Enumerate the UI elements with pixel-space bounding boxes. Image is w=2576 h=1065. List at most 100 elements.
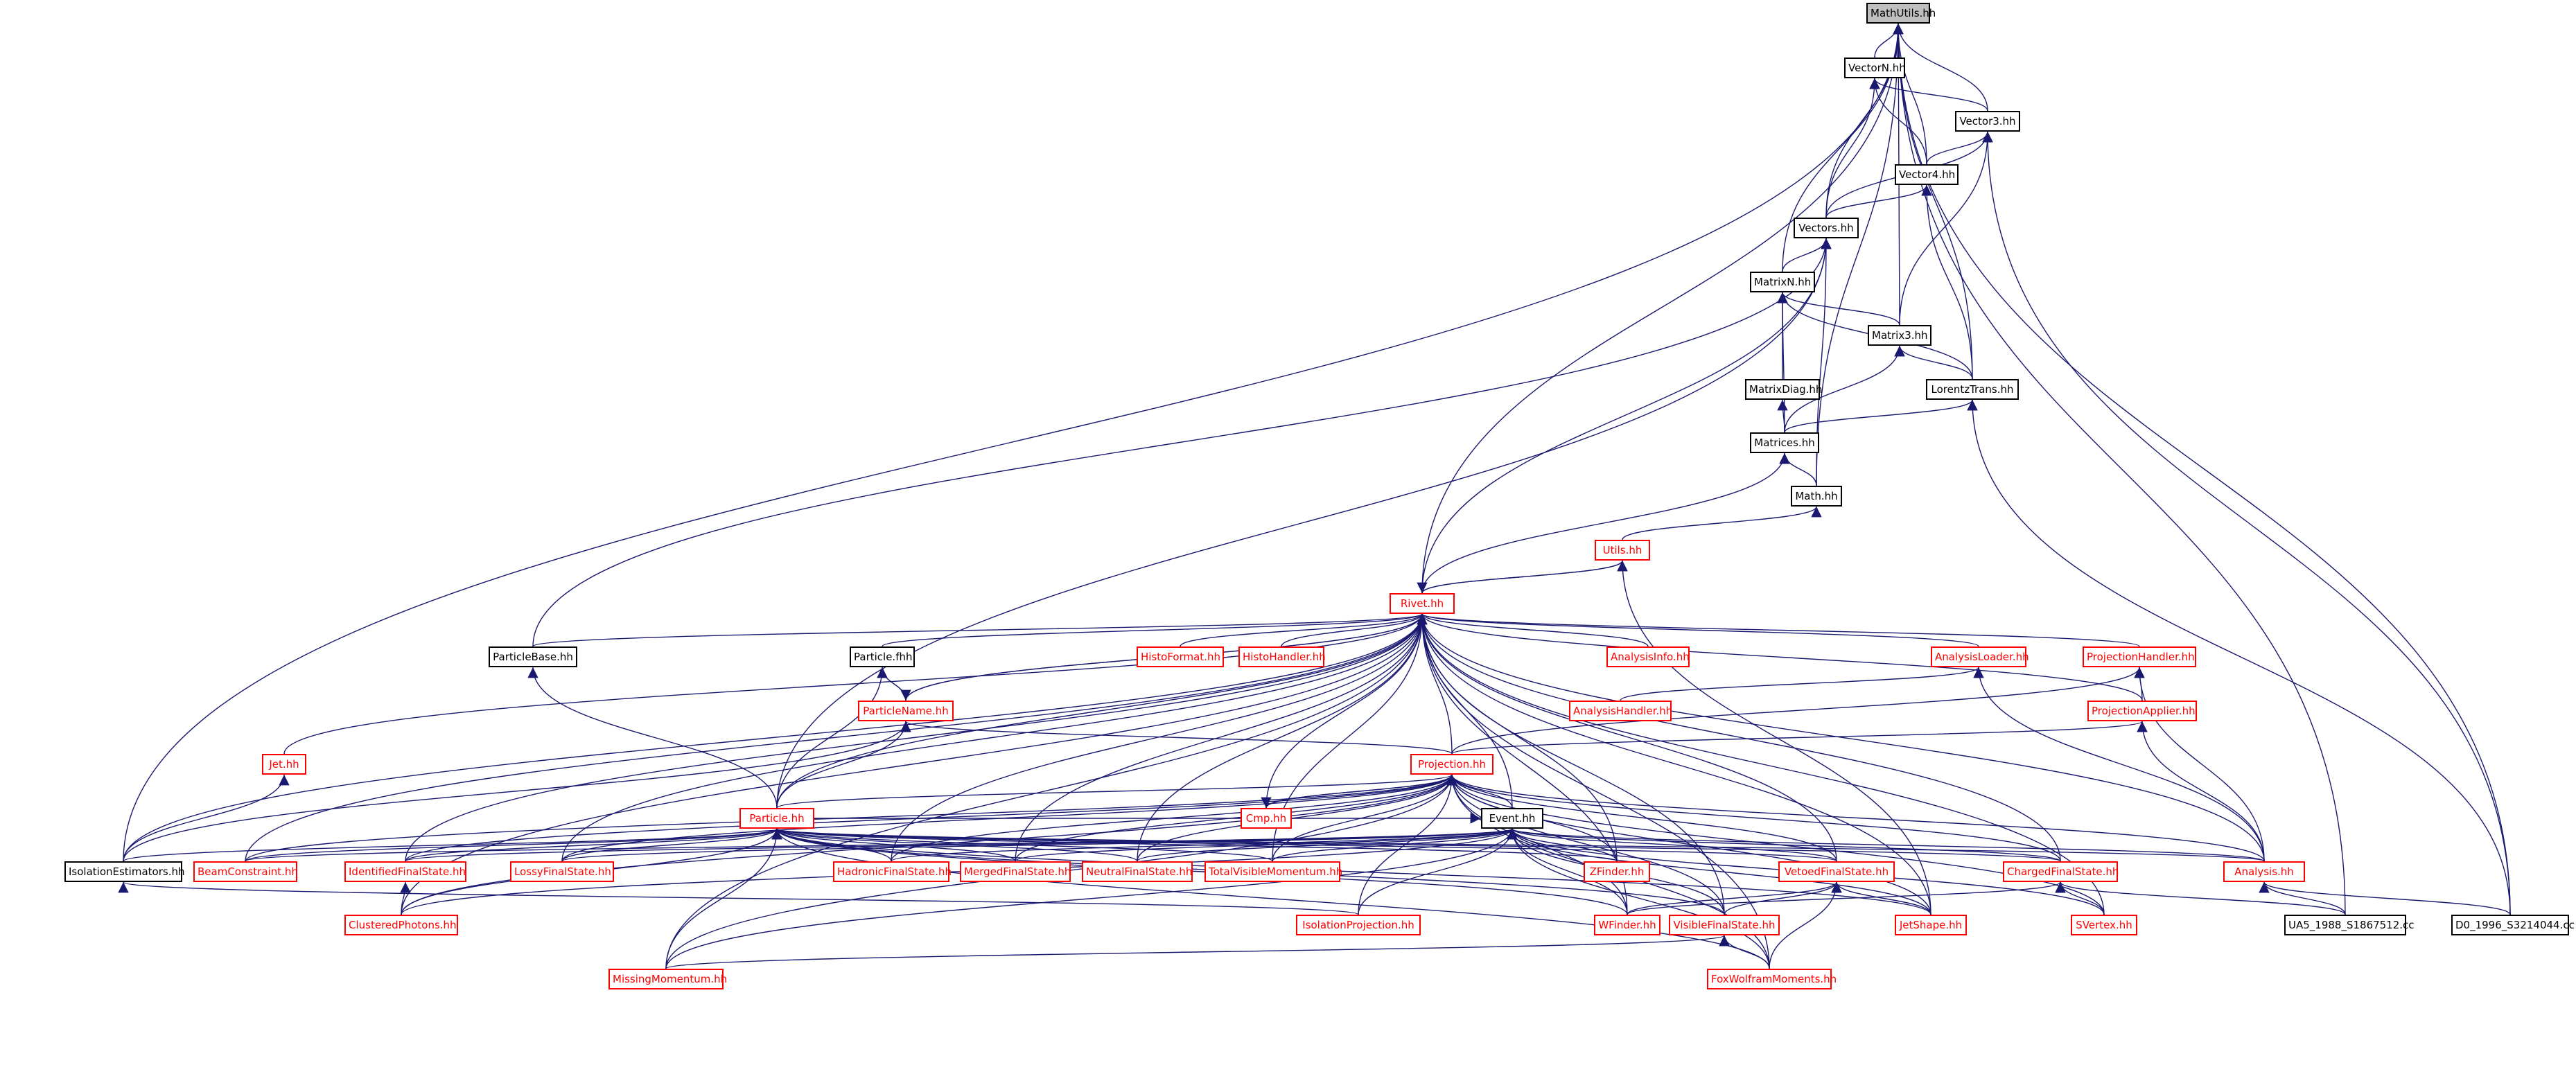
edge-chargedfinalstate-to-rivet: [1417, 613, 2061, 862]
edge-particle-to-particlefwd: [776, 667, 888, 809]
node-jet-shape[interactable]: JetShape.hh: [1895, 915, 1967, 935]
node-particle-fwd[interactable]: Particle.fhh: [850, 646, 915, 667]
node-vector3[interactable]: Vector3.hh: [1955, 111, 2020, 132]
node-matrices[interactable]: Matrices.hh: [1750, 432, 1819, 453]
edge-d0-to-analysis: [2259, 881, 2511, 915]
edge-utils-to-math: [1622, 506, 1822, 540]
node-analysis[interactable]: Analysis.hh: [2223, 861, 2305, 882]
edge-d0-to-vector3: [1982, 131, 2511, 915]
edge-projectionhandler-to-rivet: [1417, 613, 2140, 647]
edge-visiblefinalstate-to-vetoedfinalstate: [1724, 881, 1842, 915]
edge-ua5-to-chargedfinalstate: [2055, 881, 2346, 915]
edge-analysis-to-projectionapplier: [2137, 721, 2265, 862]
edge-mergedfinalstate-to-rivet: [1015, 613, 1428, 862]
node-histo-format[interactable]: HistoFormat.hh: [1137, 646, 1224, 667]
node-lorentz-trans[interactable]: LorentzTrans.hh: [1926, 379, 2019, 400]
node-particle-base[interactable]: ParticleBase.hh: [489, 646, 577, 667]
node-vector-n[interactable]: VectorN.hh: [1844, 58, 1906, 78]
node-clustered-photons[interactable]: ClusteredPhotons.hh: [344, 915, 458, 935]
node-identified-final-state[interactable]: IdentifiedFinalState.hh: [344, 861, 466, 882]
node-analysis-info[interactable]: AnalysisInfo.hh: [1606, 646, 1690, 667]
edge-particle-to-projection: [776, 774, 1457, 809]
edge-vetoedfinalstate-to-event: [1507, 828, 1837, 862]
node-analysis-loader[interactable]: AnalysisLoader.hh: [1931, 646, 2029, 667]
edge-zfinder-to-particle: [772, 828, 1618, 862]
edge-jet-to-rivet: [283, 613, 1428, 755]
node-matrix-n[interactable]: MatrixN.hh: [1750, 272, 1815, 292]
node-missing-momentum[interactable]: MissingMomentum.hh: [608, 969, 727, 989]
node-utils[interactable]: Utils.hh: [1595, 540, 1650, 561]
edge-vector4-to-vectorn: [1869, 78, 1927, 165]
edge-rivet-to-vectors: [1421, 238, 1832, 594]
node-ua5[interactable]: UA5_1988_S1867512.cc: [2284, 915, 2415, 935]
edge-particle-to-particlebase: [527, 667, 778, 809]
edge-mergedfinalstate-to-particle: [771, 828, 1016, 862]
node-vectors[interactable]: Vectors.hh: [1794, 218, 1859, 238]
node-total-visible-momentum[interactable]: TotalVisibleMomentum.hh: [1204, 861, 1342, 882]
node-cmp[interactable]: Cmp.hh: [1241, 808, 1292, 829]
edge-particle-to-vectors: [776, 238, 1832, 809]
node-projection-handler[interactable]: ProjectionHandler.hh: [2083, 646, 2196, 667]
edge-chargedfinalstate-to-projection: [1446, 774, 2061, 862]
edge-jetshape-to-event: [1507, 828, 1931, 915]
node-analysis-handler[interactable]: AnalysisHandler.hh: [1569, 701, 1672, 721]
edge-analysis-to-rivet: [1417, 613, 2265, 862]
edge-chargedfinalstate-to-particle: [772, 828, 2061, 862]
node-isolation-estimators[interactable]: IsolationEstimators.hh: [64, 861, 184, 882]
node-hadronic-final-state[interactable]: HadronicFinalState.hh: [833, 861, 952, 882]
edge-lorentztrans-to-mathutils: [1893, 23, 1973, 380]
edge-rivet-to-matrices: [1421, 452, 1790, 594]
node-jet[interactable]: Jet.hh: [262, 754, 306, 775]
edge-ua5-to-mathutils: [1893, 23, 2346, 915]
edge-missingmomentum-to-particle: [665, 828, 782, 969]
edge-particle-to-rivet: [776, 613, 1428, 809]
node-charged-final-state[interactable]: ChargedFinalState.hh: [2003, 861, 2119, 882]
node-beam-constraint[interactable]: BeamConstraint.hh: [193, 861, 298, 882]
node-isolation-projection[interactable]: IsolationProjection.hh: [1296, 915, 1421, 935]
node-svertex[interactable]: SVertex.hh: [2071, 915, 2137, 935]
node-lossy-final-state[interactable]: LossyFinalState.hh: [510, 861, 614, 882]
edge-svertex-to-rivet: [1417, 613, 2105, 915]
edge-matrixn-to-vectors: [1782, 238, 1832, 272]
edge-analysis-to-projection: [1446, 774, 2265, 862]
edge-isolationestimators-to-particlename: [123, 721, 911, 862]
edge-clusteredphotons-to-identifiedfinalstate: [400, 881, 411, 915]
node-histo-handler[interactable]: HistoHandler.hh: [1238, 646, 1326, 667]
node-zfinder[interactable]: ZFinder.hh: [1584, 861, 1650, 882]
node-neutral-final-state[interactable]: NeutralFinalState.hh: [1082, 861, 1193, 882]
edge-wfinder-to-projection: [1446, 774, 1628, 915]
edge-math-to-matrices: [1779, 452, 1817, 486]
node-math-utils[interactable]: MathUtils.hh: [1866, 3, 1936, 24]
edge-math-to-mathutils: [1816, 23, 1904, 486]
edge-missingmomentum-to-event: [665, 828, 1518, 969]
node-event[interactable]: Event.hh: [1481, 808, 1543, 829]
node-matrix-diag[interactable]: MatrixDiag.hh: [1745, 379, 1822, 400]
node-merged-final-state[interactable]: MergedFinalState.hh: [960, 861, 1071, 882]
node-vector4[interactable]: Vector4.hh: [1895, 164, 1959, 185]
edge-jetshape-to-utils: [1617, 560, 1931, 915]
edge-analysis-to-projectionhandler: [2134, 667, 2265, 862]
edge-foxwolframmoments-to-vetoedfinalstate: [1769, 881, 1842, 969]
node-d0[interactable]: D0_1996_S3214044.cc: [2451, 915, 2575, 935]
edge-isolationestimators-to-jet: [123, 774, 290, 862]
edge-particlebase-to-vectors: [532, 238, 1832, 647]
node-fox-wolfram-moments[interactable]: FoxWolframMoments.hh: [1707, 969, 1837, 989]
node-vetoed-final-state[interactable]: VetoedFinalState.hh: [1778, 861, 1895, 882]
edge-analysisloader-to-rivet: [1417, 613, 1979, 647]
edge-missingmomentum-to-rivet: [665, 613, 1428, 969]
node-visible-final-state[interactable]: VisibleFinalState.hh: [1669, 915, 1780, 935]
node-wfinder[interactable]: WFinder.hh: [1594, 915, 1661, 935]
node-particle[interactable]: Particle.hh: [739, 808, 814, 829]
node-math[interactable]: Math.hh: [1791, 486, 1842, 507]
node-projection[interactable]: Projection.hh: [1410, 754, 1493, 775]
node-projection-applier[interactable]: ProjectionApplier.hh: [2087, 701, 2197, 721]
node-rivet[interactable]: Rivet.hh: [1390, 593, 1455, 614]
edge-foxwolframmoments-to-event: [1507, 828, 1770, 969]
edge-wfinder-to-chargedfinalstate: [1627, 881, 2066, 915]
edge-isolationprojection-to-event: [1358, 828, 1518, 915]
edge-jetshape-to-rivet: [1417, 613, 1931, 915]
node-matrix3[interactable]: Matrix3.hh: [1868, 325, 1931, 346]
edge-particlename-to-particlefwd: [877, 667, 906, 701]
node-particle-name[interactable]: ParticleName.hh: [858, 701, 954, 721]
